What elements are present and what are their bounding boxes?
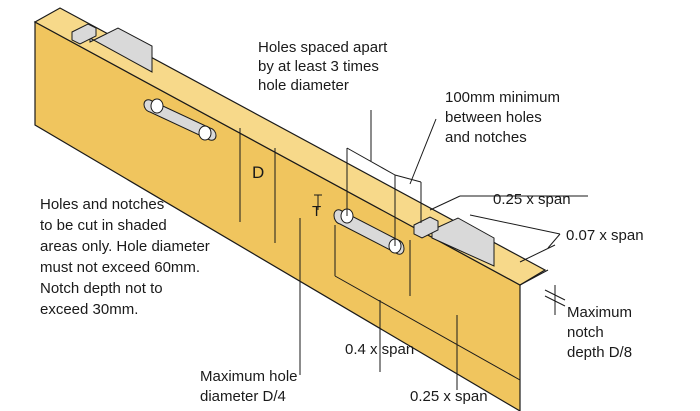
max-hole-line2: diameter D/4 bbox=[200, 388, 286, 405]
zone-007-label: 0.07 x span bbox=[566, 227, 644, 244]
right-notch bbox=[431, 217, 495, 267]
max-hole-line1: Maximum hole bbox=[200, 368, 298, 385]
spacing-note-line1: Holes spaced apart bbox=[258, 39, 388, 56]
left-hole-1 bbox=[150, 98, 164, 114]
min-distance-note-line3: and notches bbox=[445, 129, 527, 146]
min-distance-note-line1: 100mm minimum bbox=[445, 89, 560, 106]
general-note-line6: exceed 30mm. bbox=[40, 301, 138, 318]
general-note-line5: Notch depth not to bbox=[40, 280, 163, 297]
general-note-line1: Holes and notches bbox=[40, 196, 164, 213]
general-note-line4: must not exceed 60mm. bbox=[40, 259, 200, 276]
spacing-note-line2: by at least 3 times bbox=[258, 58, 379, 75]
min-distance-note-line2: between holes bbox=[445, 109, 542, 126]
timber-joist bbox=[33, 7, 547, 411]
general-note-line3: areas only. Hole diameter bbox=[40, 238, 210, 255]
labels: Holes spaced apart by at least 3 times h… bbox=[40, 39, 644, 405]
spacing-note-line3: hole diameter bbox=[258, 77, 349, 94]
max-notch-line1: Maximum bbox=[567, 304, 632, 321]
left-end-block bbox=[71, 23, 97, 45]
zone-025-top-label: 0.25 x span bbox=[493, 191, 571, 208]
depth-label: D bbox=[252, 163, 264, 182]
joist-top-face bbox=[33, 7, 547, 286]
t-label: T bbox=[312, 203, 321, 220]
general-note-line2: to be cut in shaded bbox=[40, 217, 167, 234]
zone-025-bottom-label: 0.25 x span bbox=[410, 388, 488, 405]
max-notch-line3: depth D/8 bbox=[567, 344, 632, 361]
left-hole-2 bbox=[198, 125, 212, 141]
right-end-block bbox=[413, 216, 439, 239]
max-notch-line2: notch bbox=[567, 324, 604, 341]
dimension-lines bbox=[299, 110, 588, 390]
zone-04-label: 0.4 x span bbox=[345, 341, 414, 358]
